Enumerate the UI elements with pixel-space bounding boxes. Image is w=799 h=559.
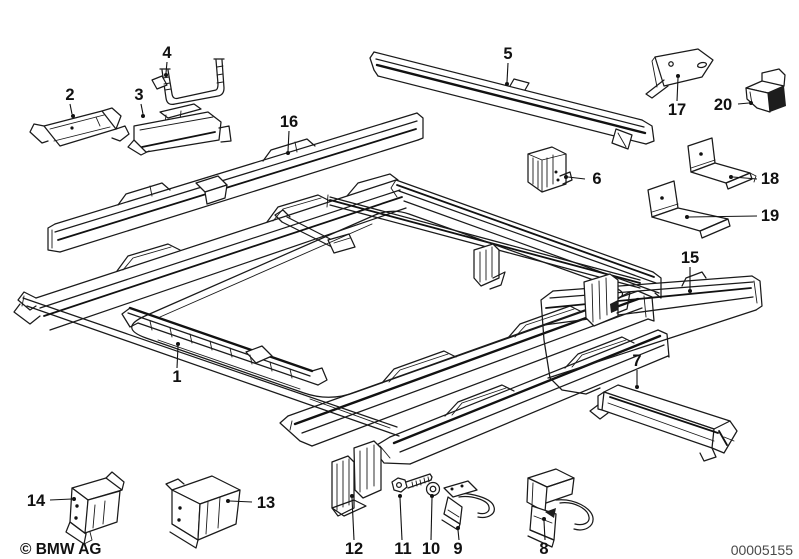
callout-15: 15 — [681, 249, 699, 293]
callout-18: 18 — [729, 170, 779, 188]
callout-3: 3 — [134, 86, 145, 118]
callout-label-11: 11 — [394, 540, 411, 558]
callout-label-20: 20 — [714, 96, 732, 114]
part-11-bolt-drawing — [391, 473, 433, 493]
image-number: 00005155 — [731, 542, 794, 558]
part-7-channel-drawing — [589, 384, 738, 462]
callout-label-13: 13 — [257, 494, 275, 512]
callout-2: 2 — [65, 86, 75, 118]
callout-16: 16 — [280, 113, 298, 155]
callout-12: 12 — [345, 494, 363, 558]
part-8-bracket-drawing — [526, 468, 594, 548]
callout-label-15: 15 — [681, 249, 699, 267]
callout-label-5: 5 — [503, 45, 512, 63]
part-14-bracket-drawing — [65, 471, 125, 545]
callout-label-16: 16 — [280, 113, 298, 131]
callout-4: 4 — [162, 44, 172, 77]
part-2-bracket-drawing — [29, 107, 130, 147]
callout-label-14: 14 — [27, 492, 46, 510]
part-15-sill-drawing — [540, 271, 763, 395]
callout-label-2: 2 — [65, 86, 74, 104]
callout-label-3: 3 — [134, 86, 143, 104]
part-5-sill-drawing — [369, 51, 655, 150]
part-4-strap-drawing — [151, 58, 225, 105]
part-13-bracket-drawing — [165, 475, 241, 549]
part-19-angle-bracket-drawing — [647, 180, 731, 239]
callout-8: 8 — [539, 517, 549, 558]
callout-5: 5 — [503, 45, 513, 86]
part-18-angle-bracket-drawing — [687, 137, 757, 190]
callout-20: 20 — [714, 96, 753, 114]
callout-label-18: 18 — [761, 170, 779, 188]
callout-label-19: 19 — [761, 207, 779, 225]
part-10-washer-drawing — [425, 481, 441, 497]
callout-19: 19 — [685, 207, 779, 225]
part-20-bracket-drawing — [745, 68, 786, 113]
callout-6: 6 — [564, 170, 602, 188]
callout-label-10: 10 — [422, 540, 440, 558]
callout-1: 1 — [172, 342, 182, 386]
part-1-floor-frame-drawing — [13, 173, 670, 465]
callout-label-4: 4 — [162, 44, 172, 62]
callout-7: 7 — [632, 352, 642, 389]
callout-11: 11 — [394, 494, 412, 558]
part-3-bracket-drawing — [127, 103, 232, 156]
copyright-text: © BMW AG — [20, 541, 101, 558]
callout-label-8: 8 — [539, 540, 548, 558]
callout-label-7: 7 — [632, 352, 641, 370]
callout-label-1: 1 — [172, 368, 181, 386]
callout-9: 9 — [453, 526, 463, 558]
jack-bracket-drawing — [583, 273, 631, 327]
callout-13: 13 — [226, 494, 275, 512]
callout-17: 17 — [668, 74, 686, 119]
callout-label-17: 17 — [668, 101, 686, 119]
callout-label-6: 6 — [592, 170, 601, 188]
part-16-rail-drawing — [47, 112, 424, 253]
callout-14: 14 — [27, 492, 76, 510]
part-17-plate-drawing — [645, 48, 714, 99]
callout-label-12: 12 — [345, 540, 363, 558]
callout-10: 10 — [422, 494, 440, 558]
part-6-bracket-drawing — [527, 146, 573, 193]
part-9-hook-drawing — [441, 480, 495, 531]
callout-label-9: 9 — [453, 540, 462, 558]
part-12-bracket-drawing — [331, 440, 382, 517]
